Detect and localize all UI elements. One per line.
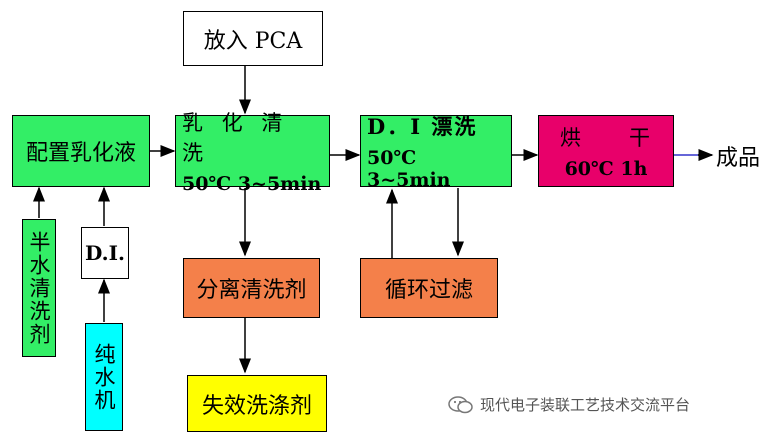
node-semi-cleaner-label: 半水清洗剂 — [27, 230, 51, 346]
node-wash-condition: 50℃ 3~5min — [182, 173, 322, 195]
node-di-label: D.I. — [85, 241, 125, 265]
node-dry-condition: 60℃ 1h — [564, 158, 648, 180]
node-dry: 烘 干 60℃ 1h — [538, 115, 674, 187]
node-spent: 失效洗涤剂 — [187, 375, 327, 432]
node-di: D.I. — [81, 227, 129, 279]
node-emulsion-label: 配置乳化液 — [25, 141, 136, 166]
node-emulsion: 配置乳化液 — [12, 115, 150, 187]
node-wash-title: 乳 化 清 洗 — [182, 111, 289, 165]
watermark-text: 现代电子装联工艺技术交流平台 — [480, 396, 691, 414]
wechat-icon — [448, 395, 473, 413]
node-wash: 乳 化 清 洗 50℃ 3~5min — [175, 111, 330, 195]
node-filter-label: 循环过滤 — [384, 278, 473, 303]
node-purifier: 纯水机 — [85, 323, 123, 431]
node-purifier-label: 纯水机 — [92, 342, 116, 412]
watermark: 现代电子装联工艺技术交流平台 — [448, 394, 690, 415]
node-rinse-title: D．I 漂洗 — [367, 114, 478, 139]
node-product: 成品 — [716, 140, 760, 172]
node-separate-label: 分离清洗剂 — [196, 278, 307, 303]
node-semi-cleaner: 半水清洗剂 — [22, 219, 56, 357]
node-rinse: D．I 漂洗 50℃ 3~5min — [360, 114, 512, 191]
node-dry-title: 烘 干 — [560, 126, 652, 150]
node-filter: 循环过滤 — [360, 258, 498, 318]
node-pca: 放入 PCA — [183, 11, 323, 66]
node-rinse-condition: 50℃ 3~5min — [367, 147, 451, 191]
node-product-label: 成品 — [716, 146, 761, 171]
node-spent-label: 失效洗涤剂 — [201, 393, 312, 419]
node-separate: 分离清洗剂 — [183, 258, 320, 318]
node-pca-label: 放入 PCA — [203, 28, 303, 54]
